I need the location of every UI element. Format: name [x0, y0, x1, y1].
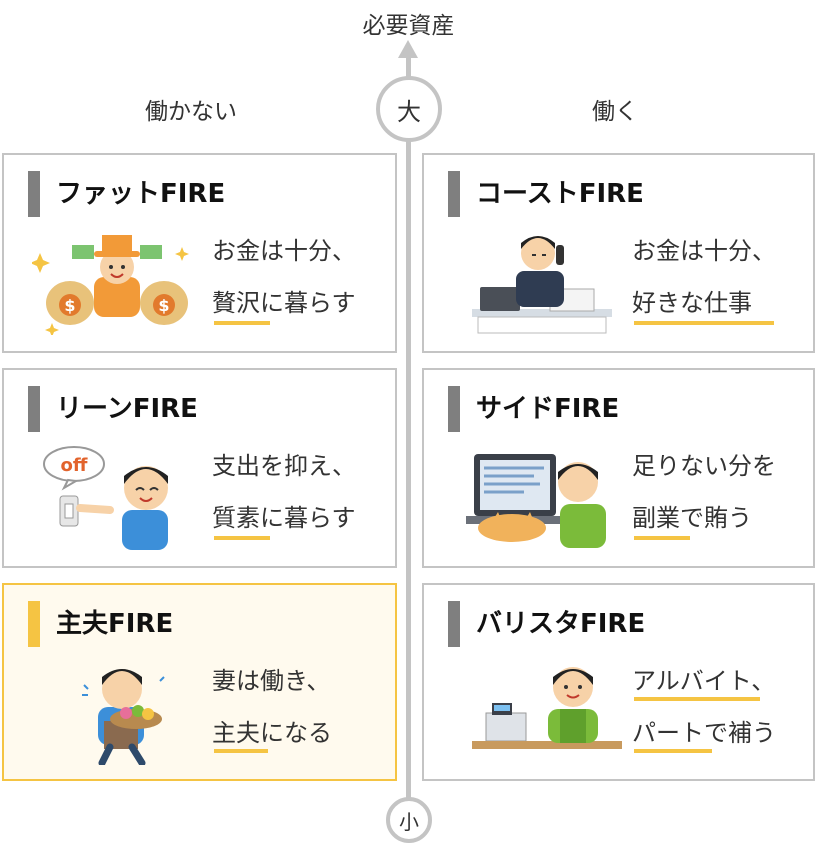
card-description-line1: お金は十分、 [632, 237, 776, 265]
column-label-not-working: 働かない [145, 99, 237, 125]
card-description-line2: 主夫になる [212, 719, 332, 747]
card-description-line2: 好きな仕事 [632, 289, 752, 317]
card-description-line1: アルバイト、 [632, 667, 776, 695]
card-underline [214, 321, 270, 325]
card-description-line1: お金は十分、 [212, 237, 356, 265]
card-fat-fire: ファットFIRE $ $ お金は十分、 贅沢に暮らす [2, 153, 397, 353]
card-underline [214, 749, 268, 753]
card-accent-bar [448, 601, 460, 647]
card-side-fire: サイドFIRE 足りない分を 副業で賄う [422, 368, 815, 568]
card-description-line1: 支出を抑え、 [212, 452, 356, 480]
card-underline-line2 [634, 749, 712, 753]
card-description-line1: 妻は働き、 [212, 667, 331, 695]
card-barista-fire: バリスタFIRE アルバイト、 パートで補う [422, 583, 815, 781]
card-title: ファットFIRE [56, 179, 226, 209]
card-description-line2: 贅沢に暮らす [212, 289, 356, 317]
card-lean-fire: リーンFIRE off 支出を抑え、 質素に暮らす [2, 368, 397, 568]
cashier-register-icon [472, 667, 622, 749]
card-title: リーンFIRE [56, 394, 198, 424]
man-laundry-basket-icon [82, 669, 165, 765]
card-accent-bar [28, 171, 40, 217]
card-title: コーストFIRE [476, 179, 644, 209]
office-worker-phone-icon [472, 236, 612, 334]
column-label-working: 働く [592, 99, 638, 125]
card-description-line1: 足りない分を [632, 452, 776, 480]
card-accent-bar [28, 386, 40, 432]
money-symbol-left: $ [64, 296, 75, 315]
card-underline-line1 [634, 697, 760, 701]
card-title: サイドFIRE [476, 394, 620, 424]
card-title: バリスタFIRE [476, 609, 646, 639]
rich-man-money-bags-icon: $ $ [32, 235, 189, 335]
off-label: off [61, 455, 88, 476]
money-symbol-right: $ [158, 296, 169, 315]
axis-top-label: 必要資産 [362, 13, 455, 39]
axis-arrow-up-icon [398, 40, 418, 58]
card-accent-bar [448, 171, 460, 217]
man-laptop-cat-icon [466, 454, 606, 548]
card-description-line2: 質素に暮らす [212, 504, 356, 532]
card-underline [634, 321, 774, 325]
card-description-line2: 副業で賄う [632, 504, 752, 532]
card-househusband-fire: 主夫FIRE 妻は働き、 主夫になる [2, 583, 397, 781]
boy-light-switch-icon: off [43, 446, 168, 550]
card-title: 主夫FIRE [56, 609, 174, 639]
card-description-line2: パートで補う [632, 719, 776, 747]
card-underline [634, 536, 690, 540]
card-accent-bar [448, 386, 460, 432]
card-accent-bar [28, 601, 40, 647]
card-coast-fire: コーストFIRE お金は十分、 好きな仕事 [422, 153, 815, 353]
axis-low-circle: 小 [386, 797, 432, 843]
axis-line [406, 54, 411, 806]
card-underline [214, 536, 270, 540]
axis-high-circle: 大 [376, 76, 442, 142]
